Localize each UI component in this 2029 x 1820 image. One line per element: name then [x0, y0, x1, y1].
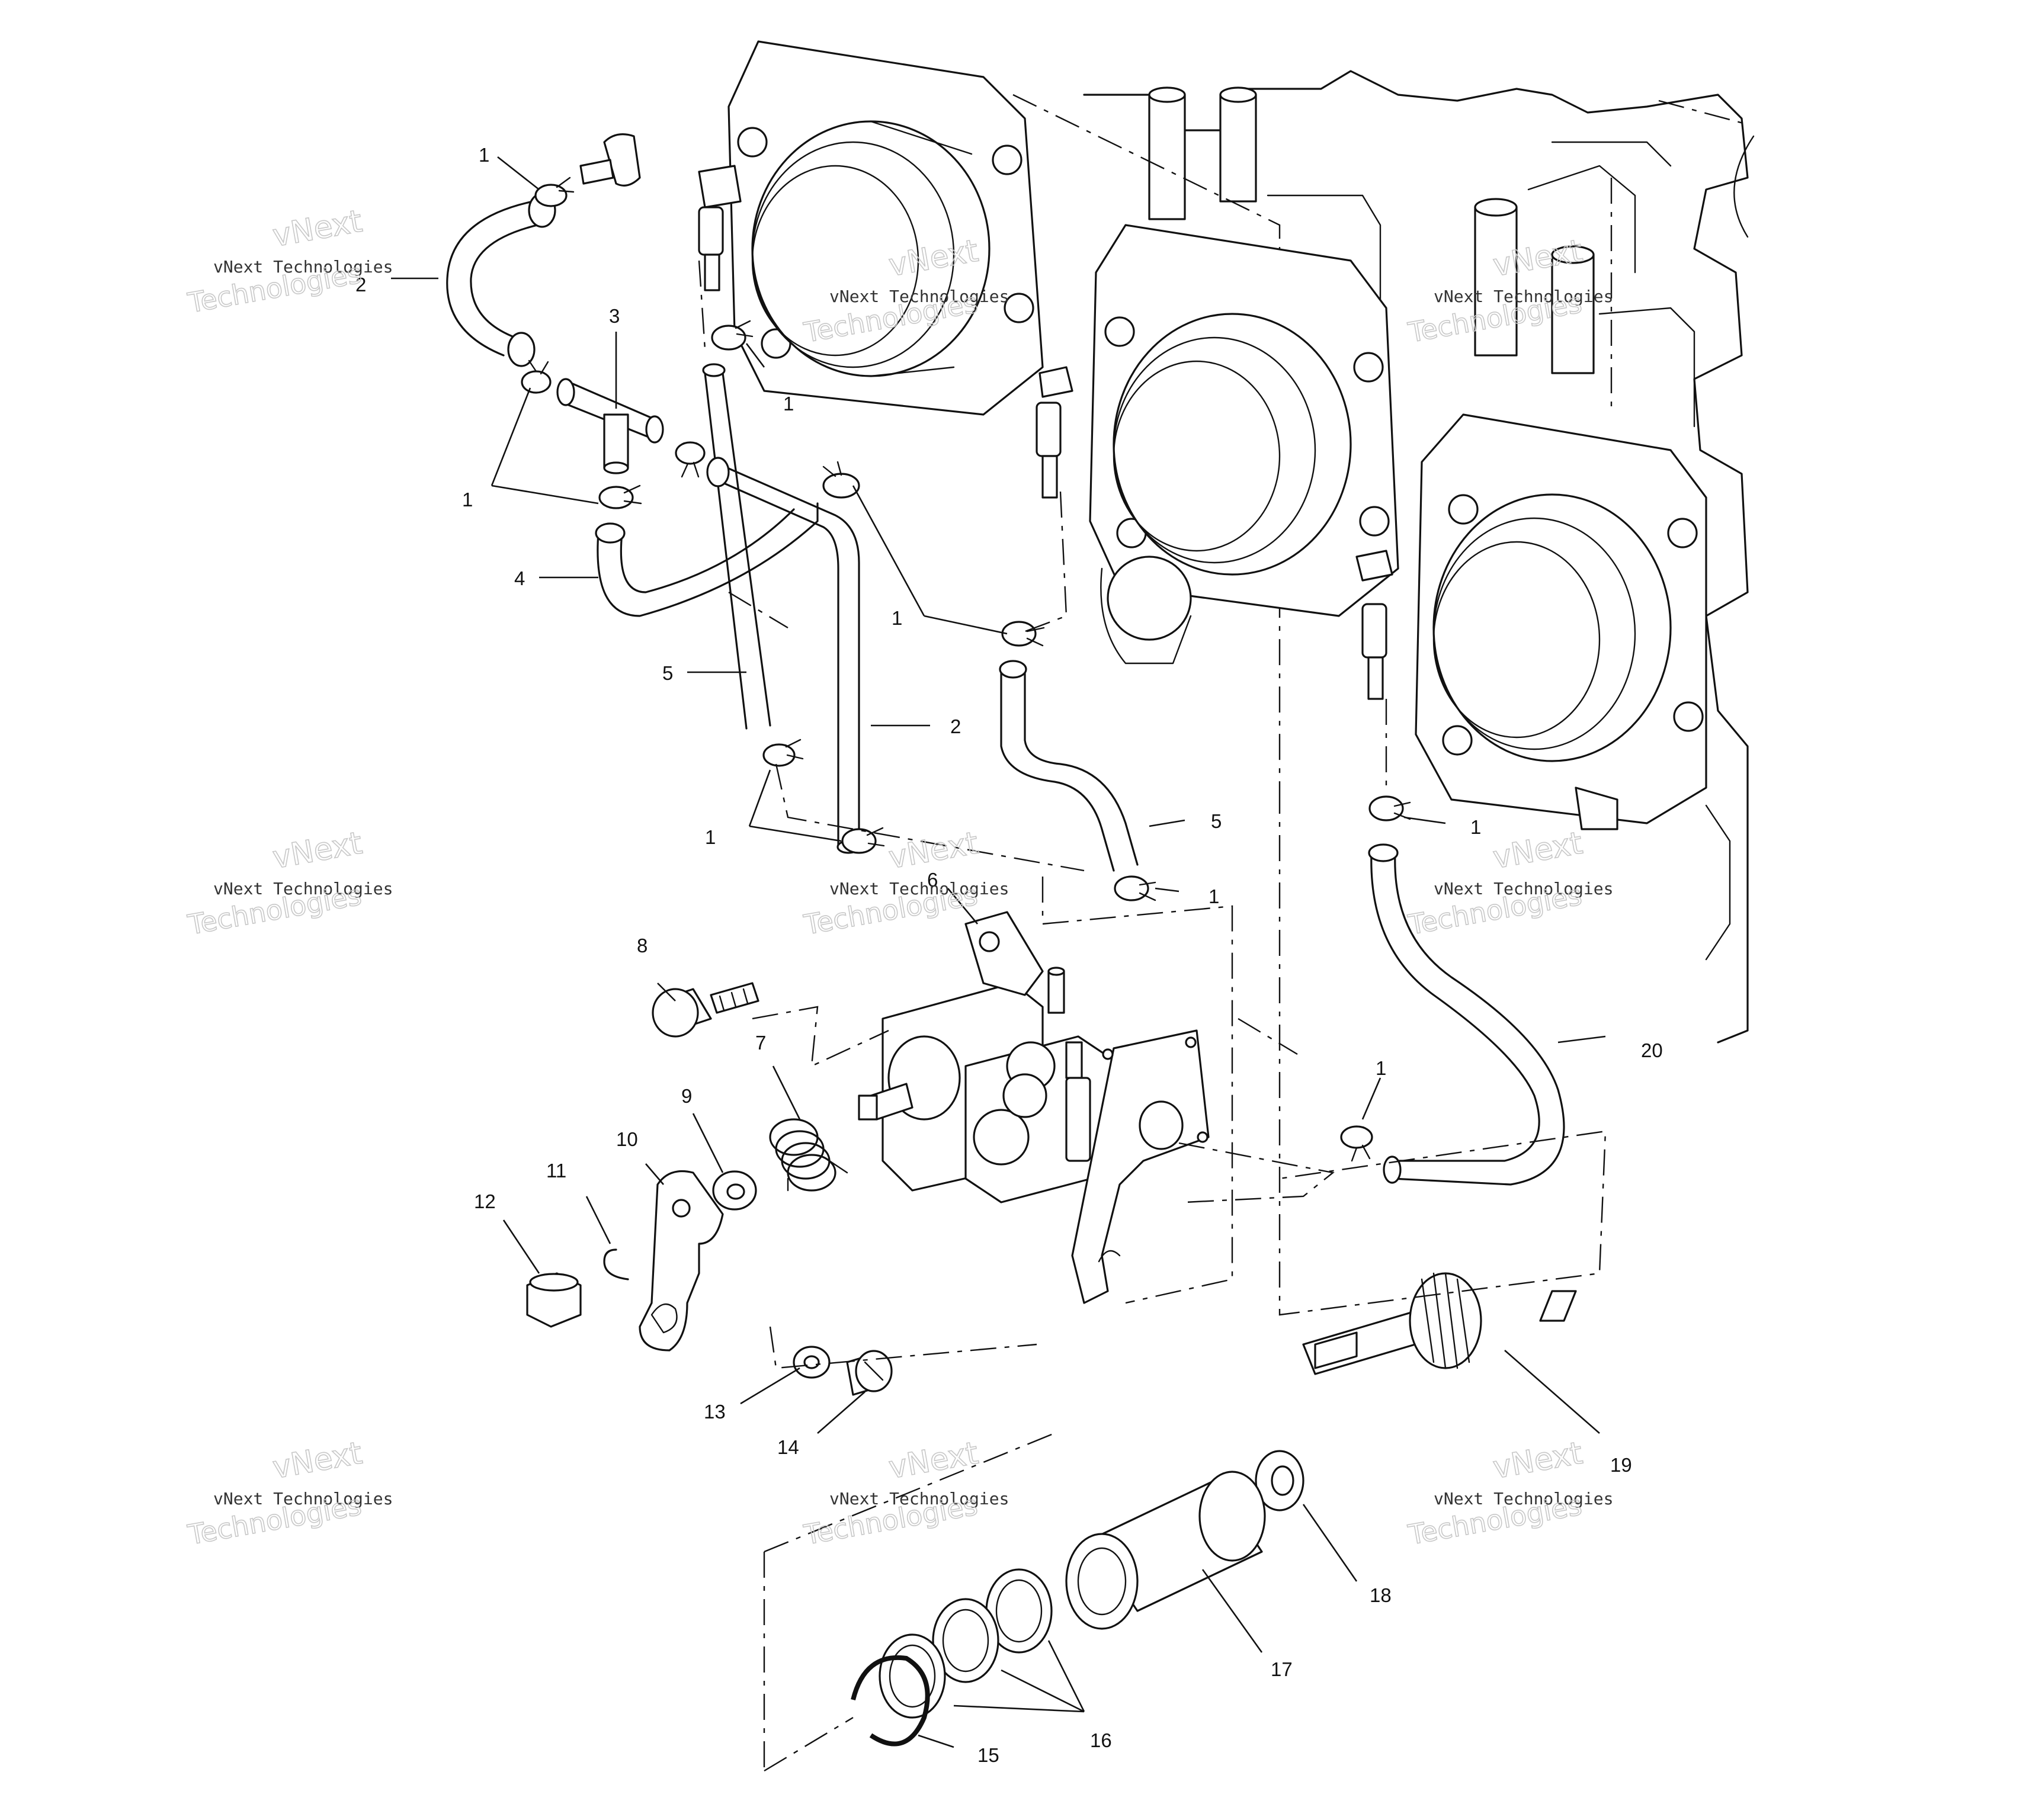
svg-text:vNext Technologies: vNext Technologies	[829, 287, 1009, 306]
washer	[712, 1170, 757, 1211]
engine-block	[1012, 70, 1755, 1044]
clip-ring	[603, 1248, 629, 1280]
svg-text:vNext: vNext	[270, 826, 365, 876]
svg-text:vNext Technologies: vNext Technologies	[829, 1489, 1009, 1508]
callout-6: 6	[927, 869, 938, 891]
clamp-a	[534, 176, 575, 207]
cylinder-flange-1	[727, 40, 1044, 416]
bushing	[1065, 1471, 1266, 1630]
svg-text:vNext: vNext	[1491, 1436, 1585, 1486]
watermark-r2c3: vNext vNext Technologies Technologies	[1405, 825, 1614, 942]
lever-arm	[639, 1170, 724, 1352]
svg-text:vNext: vNext	[886, 826, 981, 876]
clamp-b	[711, 320, 754, 351]
clamp-i	[841, 827, 885, 854]
svg-text:vNext Technologies: vNext Technologies	[213, 1489, 393, 1508]
thrust-washer	[1255, 1450, 1304, 1511]
cylinder-flange-2	[1089, 224, 1399, 665]
screw	[846, 1350, 893, 1396]
callout-15: 15	[977, 1744, 999, 1766]
watermark-r3c3: vNext vNext Technologies Technologies	[1405, 1435, 1614, 1552]
callout-1-f: 1	[1470, 816, 1481, 838]
callout-2-a: 2	[355, 274, 366, 296]
callout-5-a: 5	[662, 662, 673, 684]
leader-lines	[391, 156, 1606, 1748]
spring	[769, 1118, 848, 1192]
clamp-d	[675, 441, 706, 478]
drive-gear-shaft	[1302, 1272, 1577, 1375]
svg-text:vNext Technologies: vNext Technologies	[213, 257, 393, 277]
callout-4: 4	[514, 567, 525, 589]
callout-8: 8	[637, 935, 648, 956]
callout-12: 12	[474, 1190, 496, 1212]
clamp-e	[598, 484, 642, 509]
snap-ring	[851, 1655, 930, 1747]
shims	[879, 1568, 1053, 1719]
callout-9: 9	[681, 1085, 692, 1107]
watermark-r3c1: vNext vNext Technologies Technologies	[185, 1435, 393, 1552]
nut	[526, 1272, 582, 1328]
cylinder-fittings	[698, 165, 1393, 700]
callout-2-b: 2	[950, 715, 961, 737]
callout-5-b: 5	[1211, 810, 1222, 832]
callout-1-d: 1	[892, 607, 902, 629]
cylinder-flange-3	[1415, 413, 1707, 830]
callout-14: 14	[777, 1436, 799, 1458]
hoses	[446, 133, 1565, 1186]
callout-labels: 1 2 3 1 1 4 1 5 2 1 5 1 1 6 8 7 9 10 11 …	[355, 144, 1663, 1766]
small-washer	[793, 1346, 831, 1379]
callout-17: 17	[1271, 1658, 1293, 1680]
clamp-h	[762, 739, 804, 767]
clamp-l	[1340, 1125, 1373, 1162]
clamp-c	[521, 359, 552, 394]
callout-10: 10	[616, 1128, 638, 1150]
callout-7: 7	[755, 1032, 766, 1054]
svg-text:vNext Technologies: vNext Technologies	[1434, 879, 1613, 898]
svg-text:vNext Technologies: vNext Technologies	[1434, 1489, 1613, 1508]
svg-text:vNext Technologies: vNext Technologies	[1434, 287, 1613, 306]
clamp-k	[1368, 795, 1411, 821]
callout-1-g: 1	[1209, 885, 1219, 907]
callout-1-c: 1	[462, 489, 473, 511]
clamp-g	[1001, 621, 1045, 647]
hose-clamps	[521, 176, 1411, 1162]
svg-text:vNext: vNext	[270, 1436, 365, 1486]
callout-13: 13	[704, 1401, 726, 1423]
callout-1-b: 1	[783, 393, 794, 415]
svg-text:vNext: vNext	[1491, 826, 1585, 876]
svg-text:vNext: vNext	[886, 1436, 981, 1486]
watermark-r2c1: vNext vNext Technologies Technologies	[185, 825, 393, 942]
assembly-lines	[698, 260, 1607, 1772]
callout-11: 11	[546, 1160, 566, 1182]
svg-text:vNext Technologies: vNext Technologies	[829, 879, 1009, 898]
clamp-f	[822, 461, 860, 499]
callout-18: 18	[1370, 1584, 1392, 1606]
callout-16: 16	[1090, 1729, 1112, 1751]
callout-1-e: 1	[705, 826, 716, 848]
clamp-j	[1114, 875, 1156, 901]
oil-pump-body	[652, 911, 1210, 1304]
callout-19: 19	[1610, 1454, 1632, 1476]
callout-1-a: 1	[479, 144, 489, 166]
svg-text:vNext Technologies: vNext Technologies	[213, 879, 393, 898]
callout-3: 3	[609, 305, 620, 327]
callout-20: 20	[1641, 1039, 1663, 1061]
callout-1-h: 1	[1376, 1057, 1386, 1079]
svg-text:vNext: vNext	[270, 204, 365, 254]
watermark-r3c2: vNext vNext Technologies Technologies	[801, 1435, 1009, 1552]
watermark-r1c1: vNext vNext Technologies Technologies	[185, 203, 393, 320]
